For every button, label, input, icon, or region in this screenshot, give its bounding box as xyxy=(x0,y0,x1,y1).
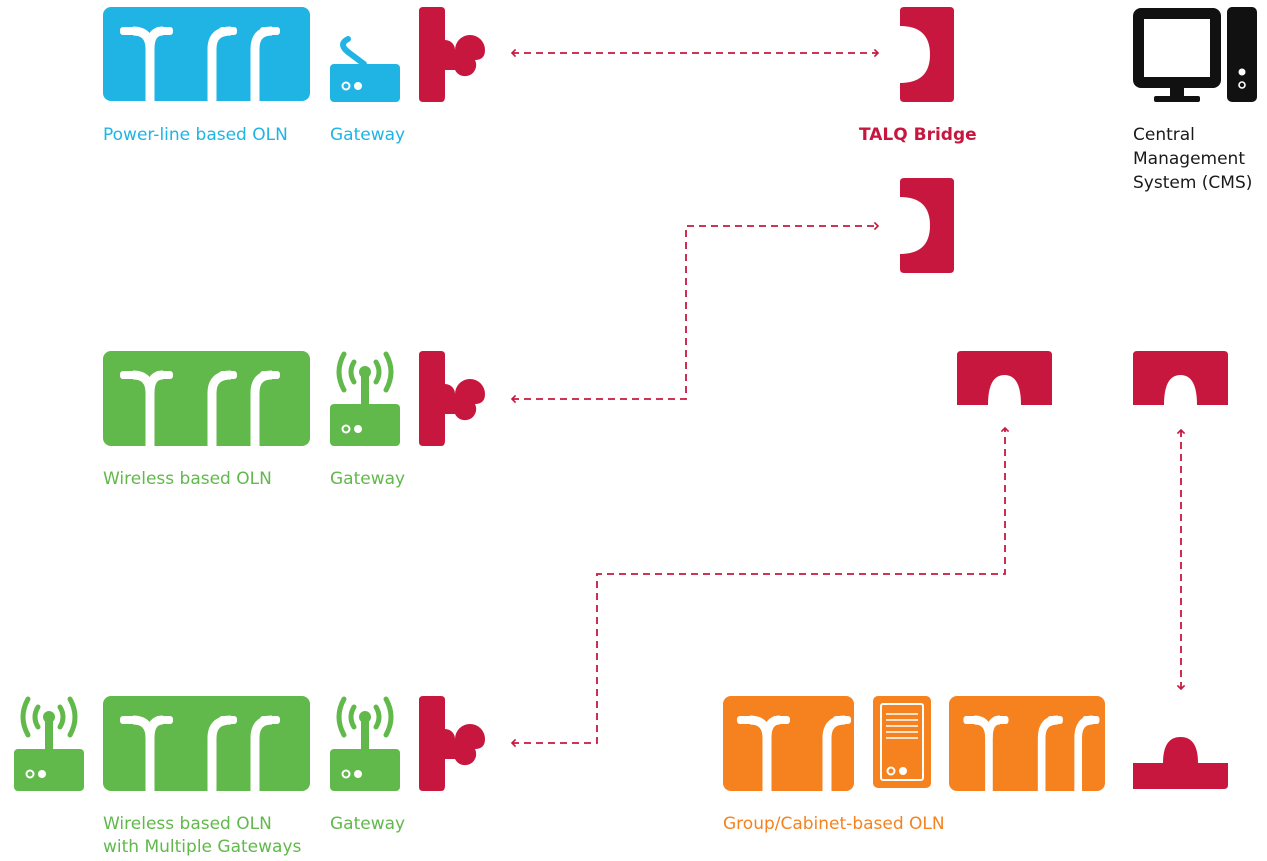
powerline-oln-label: Power-line based OLN xyxy=(103,125,288,145)
wireless-multi-label-line2: with Multiple Gateways xyxy=(103,837,302,857)
cms-label-line2: Management xyxy=(1133,149,1245,169)
gateway-label-1: Gateway xyxy=(330,125,406,145)
wireless-oln-panel xyxy=(103,351,310,446)
talq-connector-icon xyxy=(419,7,485,102)
talq-socket-icon-2 xyxy=(1133,351,1228,405)
gateway-label-2: Gateway xyxy=(330,469,406,489)
cabinet-oln-panel-right xyxy=(949,696,1105,791)
computer-icon xyxy=(1133,7,1257,102)
gateway-label-3: Gateway xyxy=(330,814,406,834)
talq-link-2 xyxy=(510,221,880,404)
cabinet-icon xyxy=(873,696,931,788)
wireless-oln-label: Wireless based OLN xyxy=(103,469,272,489)
talq-connector-icon xyxy=(419,696,485,791)
wireless-multi-oln-panel xyxy=(103,696,310,791)
talq-plug-icon xyxy=(1133,737,1228,789)
talq-bridge-icon xyxy=(900,7,954,102)
talq-bridge-label: TALQ Bridge xyxy=(859,125,977,145)
talq-connector-icon xyxy=(419,351,485,446)
powerline-oln-panel xyxy=(103,7,310,102)
wireless-gateway-icon xyxy=(330,354,400,446)
wireless-gateway-icon xyxy=(14,699,84,791)
cms-label-line3: System (CMS) xyxy=(1133,173,1253,193)
cabinet-oln-panel-left xyxy=(723,696,854,791)
gateway-router-icon xyxy=(330,36,400,102)
wireless-multi-label-line1: Wireless based OLN xyxy=(103,814,272,834)
talq-bridge-icon-2 xyxy=(900,178,954,273)
talq-link-3 xyxy=(510,426,1010,748)
talq-socket-icon xyxy=(957,351,1052,405)
cms-label-line1: Central xyxy=(1133,125,1195,145)
wireless-gateway-icon xyxy=(330,699,400,791)
cabinet-oln-label: Group/Cabinet-based OLN xyxy=(723,814,945,834)
